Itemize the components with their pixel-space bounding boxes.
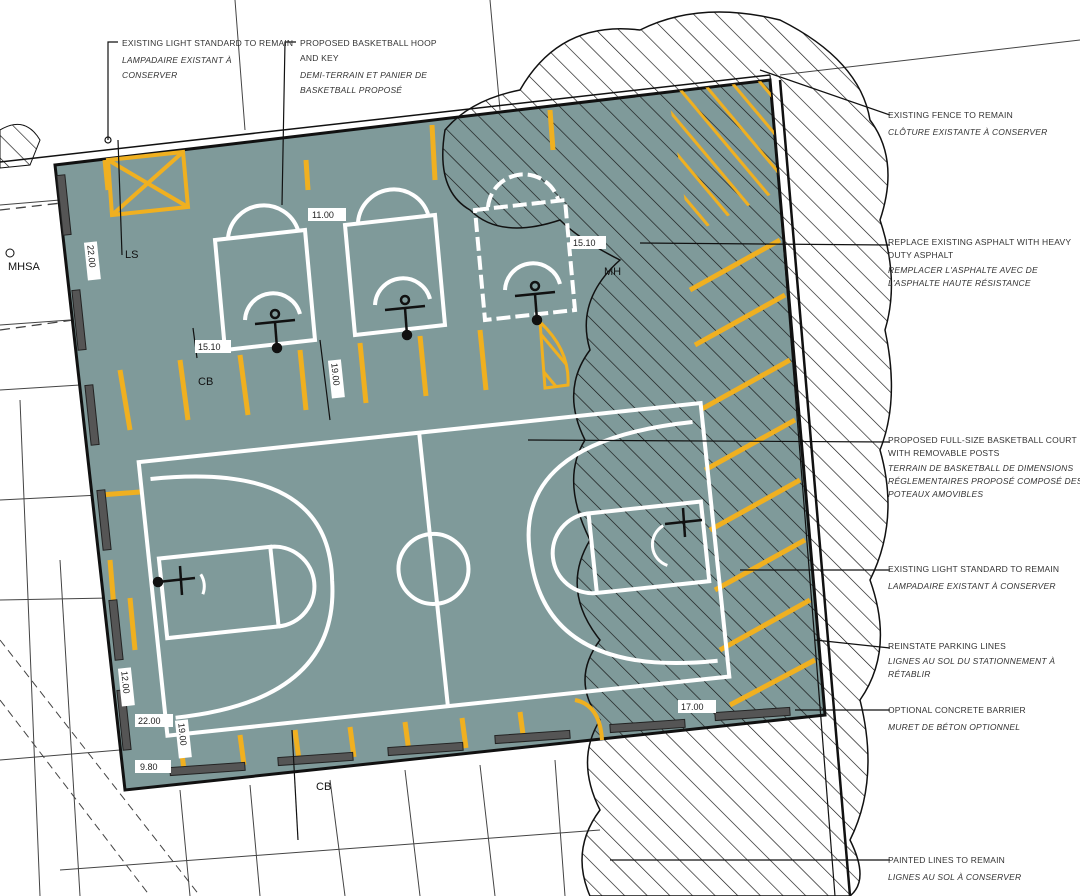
note-parking-lines: Reinstate parking lines Lignes au sol du… <box>888 640 1058 681</box>
light-standard-box <box>105 149 191 218</box>
note-concrete-barrier: Optional concrete barrier Muret de béton… <box>888 703 1026 735</box>
note-fr: Lampadaire existant à conserver <box>888 581 1056 591</box>
note-existing-fence: Existing fence to remain Clôture existan… <box>888 108 1047 140</box>
note-en: Proposed basketball hoop and key <box>300 38 437 63</box>
note-light-standard-2: Existing light standard to remain Lampad… <box>888 562 1059 594</box>
half-courts <box>212 172 578 353</box>
note-light-standard: Existing light standard to remain Lampad… <box>122 36 293 83</box>
reinstated-parking-lines <box>99 109 817 771</box>
note-en: Existing light standard to remain <box>888 564 1060 574</box>
note-full-court: Proposed full-size basketball court with… <box>888 434 1080 501</box>
note-painted-lines: Painted lines to remain Lignes au sol à … <box>888 853 1021 885</box>
dimension-label: 12.00 <box>119 671 131 694</box>
note-en: Existing light standard to remain <box>122 38 294 48</box>
note-fr: Lampadaire existant à conserver <box>122 55 232 80</box>
note-heavy-duty-asphalt: Replace existing asphalt with heavy duty… <box>888 236 1078 290</box>
leader-lines <box>104 41 891 861</box>
tag-cb: CB <box>198 376 213 388</box>
note-en: Existing fence to remain <box>888 110 1013 120</box>
full-court-posts <box>152 507 703 596</box>
tag-mh: MH <box>604 266 621 278</box>
hoop-posts <box>254 280 556 354</box>
note-fr: Muret de béton optionnel <box>888 722 1021 732</box>
dimension-label: 15.10 <box>198 342 221 352</box>
dimension-label: 9.80 <box>140 762 158 772</box>
note-en: Proposed full-size basketball court with… <box>888 435 1077 458</box>
note-fr: Demi-terrain et panier de basketball pro… <box>300 70 428 95</box>
yellow-hatched-wedge <box>538 318 570 390</box>
note-fr: Remplacer l'asphalte avec de l'asphalte … <box>888 265 1038 288</box>
existing-fence <box>0 74 852 896</box>
hatched-canopy-area <box>442 11 893 896</box>
note-en: Painted lines to remain <box>888 855 1006 865</box>
dimension-label: 11.00 <box>312 210 334 220</box>
half-court-2 <box>342 187 448 338</box>
full-court <box>136 400 732 738</box>
note-fr: Clôture existante à conserver <box>888 127 1048 137</box>
half-court-3 <box>472 172 578 323</box>
tag-ls: LS <box>125 249 138 261</box>
dimension-label: 19.00 <box>329 363 341 386</box>
dimension-label: 22.00 <box>85 245 97 268</box>
note-fr: Terrain de basketball de dimensions régl… <box>888 463 1080 499</box>
concrete-barriers <box>56 174 791 777</box>
yellow-arc <box>574 698 604 741</box>
dimension-label: 19.00 <box>176 723 188 746</box>
dimension-label: 17.00 <box>681 702 704 712</box>
note-en: Optional concrete barrier <box>888 705 1026 715</box>
note-fr: Lignes au sol à conserver <box>888 872 1022 882</box>
dimension-labels: 11.00 15.10 15.10 19.00 22.00 9.80 22.00… <box>83 208 716 773</box>
note-fr: Lignes au sol du stationnement à rétabli… <box>888 656 1056 679</box>
heavy-asphalt-strip <box>668 80 780 235</box>
note-en: Replace existing asphalt with heavy duty… <box>888 237 1072 260</box>
tag-mhsa: MHSA <box>8 261 40 273</box>
dimension-label: 15.10 <box>573 238 596 248</box>
half-court-1 <box>212 203 318 353</box>
note-en: Reinstate parking lines <box>888 641 1006 651</box>
hatched-area-left <box>0 123 41 169</box>
manhole-icon <box>5 248 15 258</box>
note-hoop-and-key: Proposed basketball hoop and key Demi-te… <box>300 36 440 98</box>
tag-cb: CB <box>316 781 331 793</box>
dimension-label: 22.00 <box>138 716 161 726</box>
